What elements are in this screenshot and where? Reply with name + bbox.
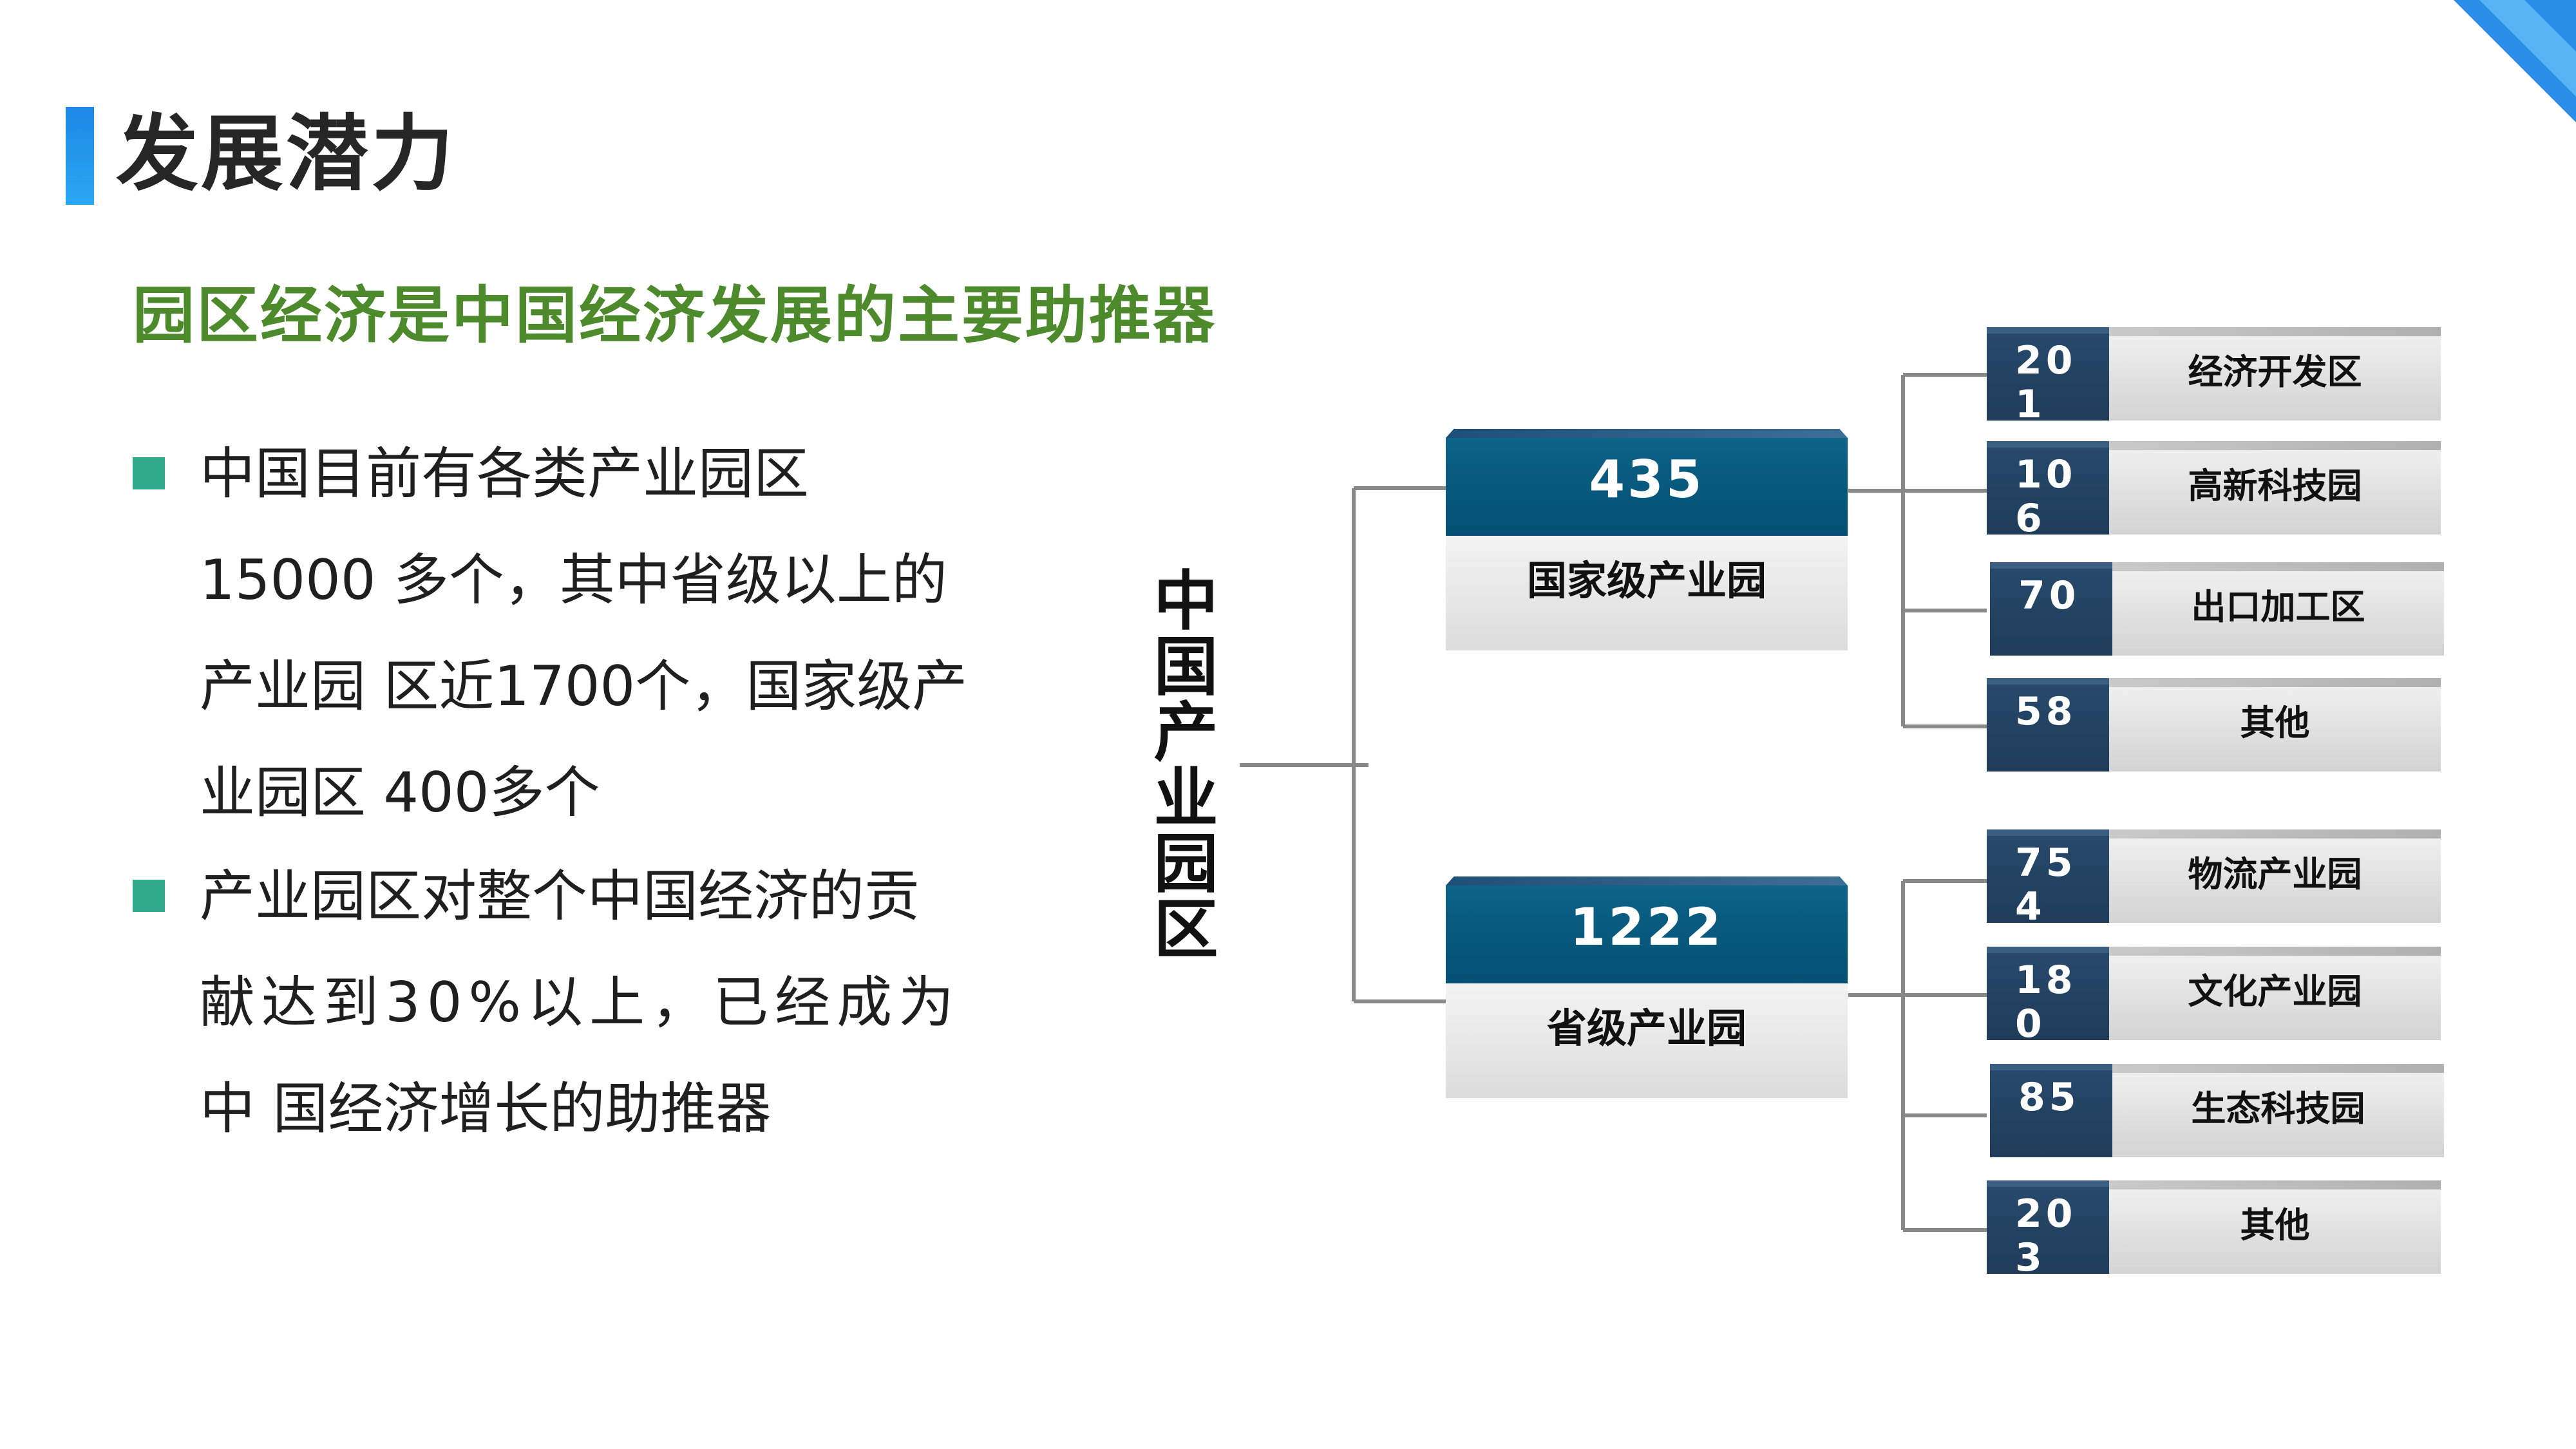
category-value-text: 70 [2018,573,2080,618]
category-value: 85 [1990,1064,2112,1157]
bullet-1-line-1: 中国目前有各类产业园区 [200,442,809,506]
category-value: 203 [1987,1180,2109,1274]
category-label: 文化产业园 [2109,947,2441,1040]
title-accent-bar [66,107,94,205]
category-value-text: 201 [2015,338,2077,421]
category-box: 70 出口加工区 [1990,562,2444,656]
category-label: 高新科技园 [2109,441,2441,535]
group-box-national: 435 国家级产业园 [1446,438,1848,650]
category-value-text: 58 [2015,689,2077,734]
bullet-marker [133,880,165,912]
category-value: 106 [1987,441,2109,535]
bullet-2-line-1: 产业园区对整个中国经济的贡 [200,864,920,929]
category-label: 生态科技园 [2112,1064,2444,1157]
category-label: 经济开发区 [2109,327,2441,421]
group-count-national: 435 [1446,438,1848,536]
category-box: 201 经济开发区 [1987,327,2441,421]
bullet-1-line-4: 业园区 400多个 [200,761,600,825]
category-value: 70 [1990,562,2112,656]
category-value: 201 [1987,327,2109,421]
bullet-2-line-2: 献达到30%以上，已经成为 [200,971,961,1035]
page-title: 发展潜力 [116,106,457,202]
corner-decoration [2454,0,2576,122]
category-value: 180 [1987,947,2109,1040]
group-label-provincial: 省级产业园 [1446,983,1848,1098]
category-value-text: 203 [2015,1191,2077,1274]
category-label: 其他 [2109,1180,2441,1274]
category-label: 其他 [2109,678,2441,772]
category-value-text: 754 [2015,840,2077,923]
category-box: 203 其他 [1987,1180,2441,1274]
category-box: 85 生态科技园 [1990,1064,2444,1157]
bullet-1-line-3: 产业园 区近1700个，国家级产 [200,654,968,719]
category-box: 58 其他 [1987,678,2441,772]
bullet-marker [133,457,165,489]
category-box: 106 高新科技园 [1987,441,2441,535]
group-label-national: 国家级产业园 [1446,536,1848,650]
bullet-2-line-3: 中 国经济增长的助推器 [200,1077,772,1141]
group-count-provincial: 1222 [1446,886,1848,983]
category-label: 物流产业园 [2109,829,2441,923]
subtitle: 园区经济是中国经济发展的主要助推器 [133,279,1217,352]
diagram-root-label: 中国产业园区 [1142,567,1218,961]
category-value-text: 85 [2018,1075,2080,1120]
category-value-text: 106 [2015,452,2077,535]
category-value: 58 [1987,678,2109,772]
category-label: 出口加工区 [2112,562,2444,656]
group-box-provincial: 1222 省级产业园 [1446,886,1848,1098]
bullet-1-line-2: 15000 多个，其中省级以上的 [200,548,947,612]
category-value: 754 [1987,829,2109,923]
category-value-text: 180 [2015,958,2077,1040]
category-box: 180 文化产业园 [1987,947,2441,1040]
category-box: 754 物流产业园 [1987,829,2441,923]
